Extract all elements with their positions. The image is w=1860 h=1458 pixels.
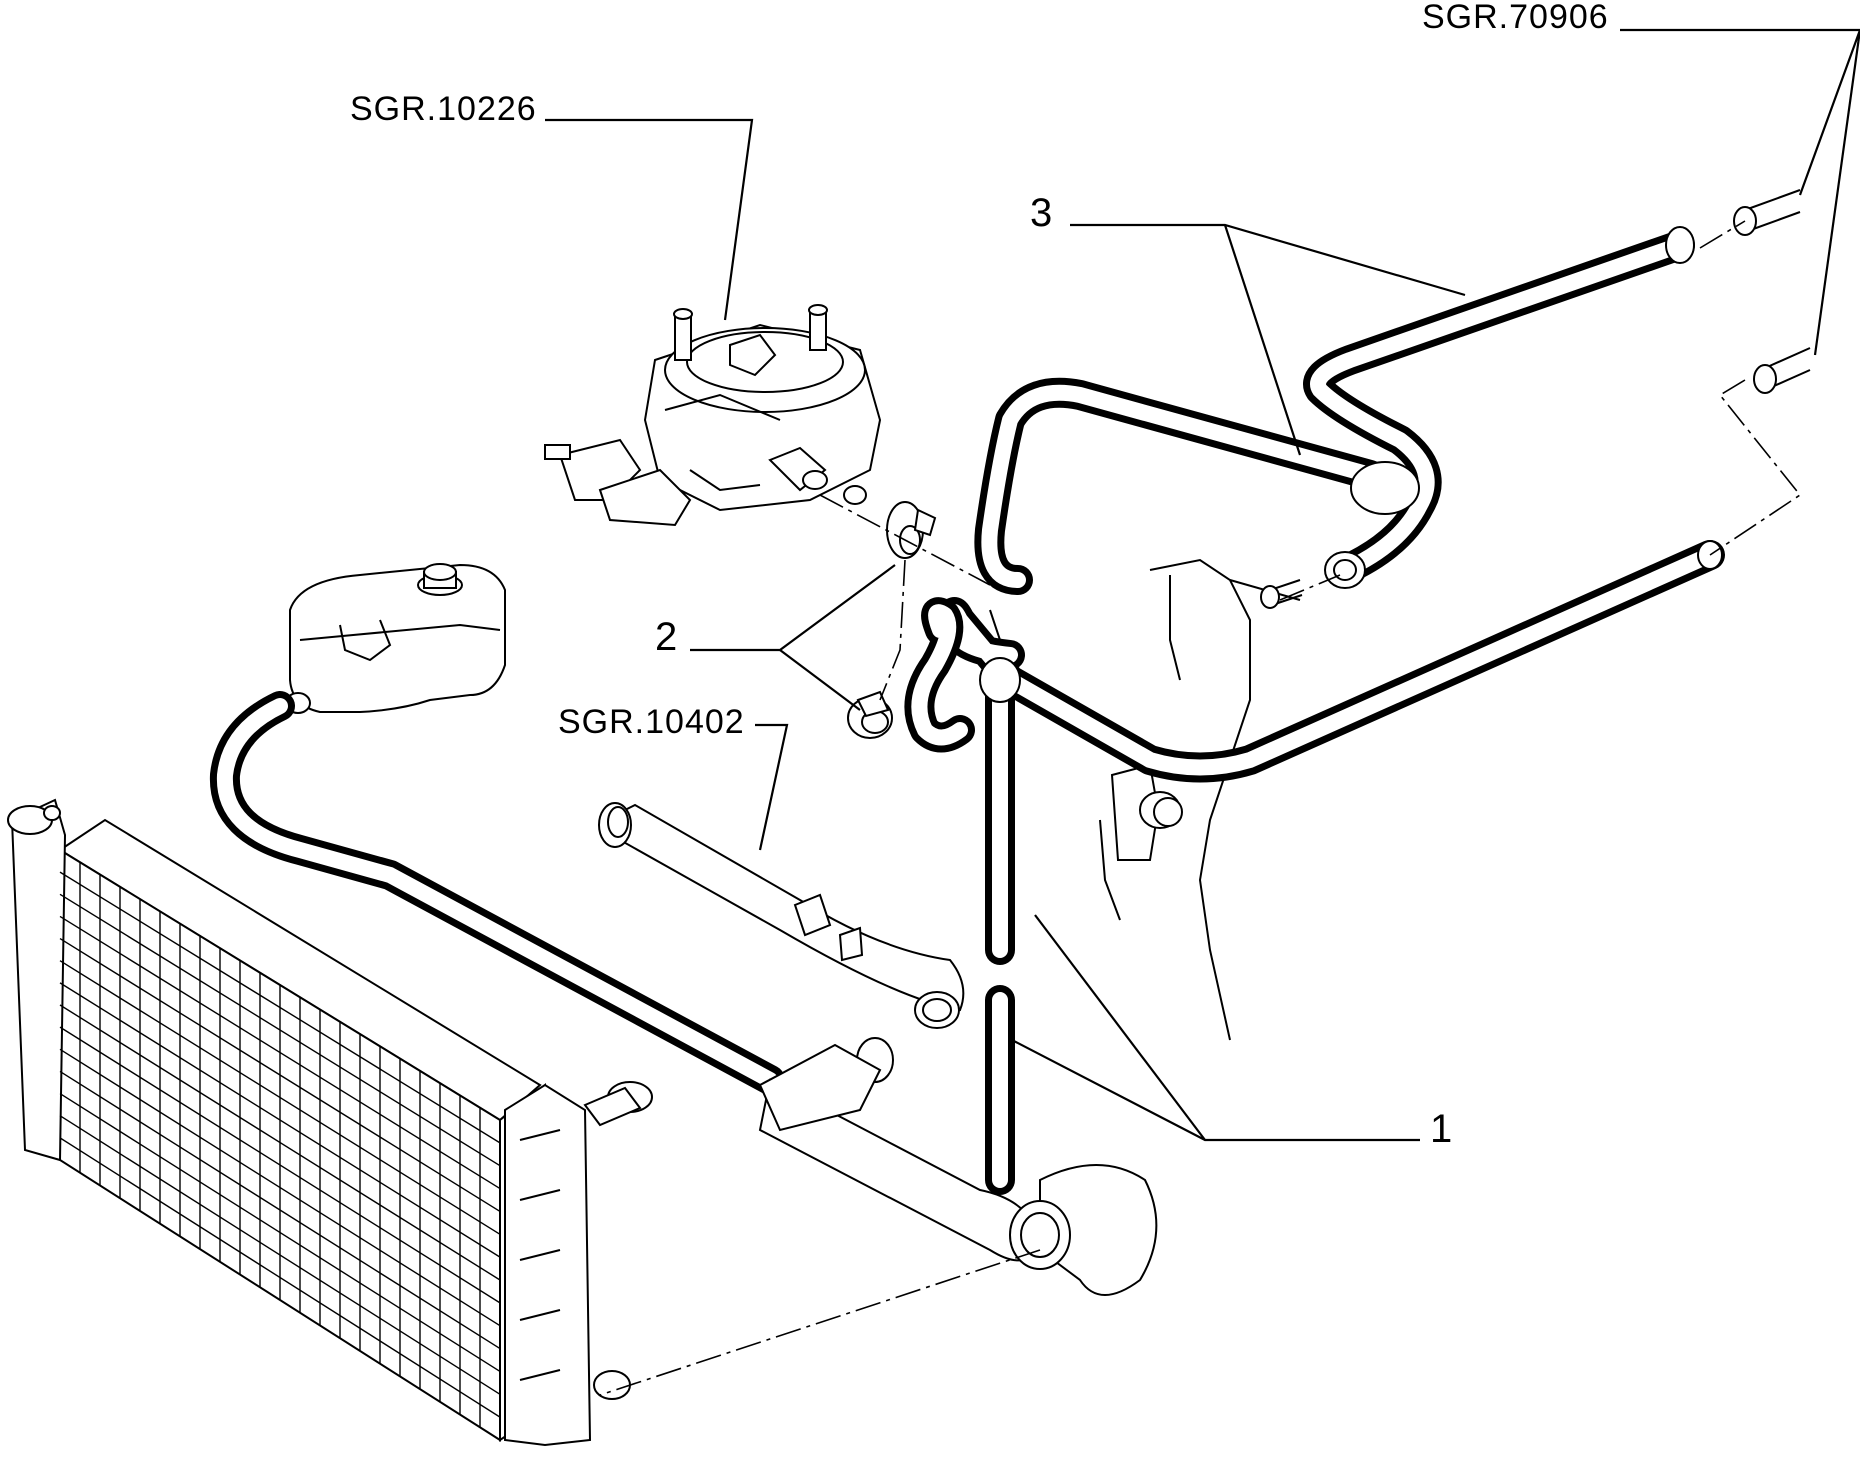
ref-label-carburettor: SGR.10226 bbox=[350, 90, 537, 128]
radiator-grid-line bbox=[59, 1048, 501, 1327]
ref-label-water-pump-pipe: SGR.10402 bbox=[558, 703, 745, 741]
ref-label-heater-pipes: SGR.70906 bbox=[1422, 0, 1609, 36]
radiator-grid-line bbox=[59, 871, 501, 1144]
radiator-grid-line bbox=[59, 1092, 501, 1373]
callout-item-3: 3 bbox=[1030, 191, 1052, 235]
radiator-grid-line bbox=[59, 937, 501, 1213]
water-pipe bbox=[598, 802, 965, 1029]
engine-block bbox=[989, 558, 1301, 1041]
radiator-grid-line bbox=[59, 893, 501, 1167]
heater-hoses bbox=[974, 226, 1695, 595]
radiator-grid-line bbox=[59, 915, 501, 1190]
radiator-grid-line bbox=[59, 1137, 501, 1418]
radiator-grid-line bbox=[59, 1070, 501, 1350]
callout-item-1: 1 bbox=[1430, 1107, 1452, 1151]
radiator-grid-line bbox=[59, 1115, 501, 1395]
radiator-grid-line bbox=[59, 1004, 501, 1281]
radiator-grid-line bbox=[59, 1026, 501, 1304]
heater-pipe-stubs bbox=[1260, 189, 1811, 609]
leader-lines bbox=[545, 28, 1860, 1142]
hose-clip bbox=[847, 501, 937, 739]
expansion-tank bbox=[285, 563, 506, 714]
assembly-lines bbox=[599, 220, 1802, 1396]
radiator bbox=[7, 798, 653, 1447]
radiator-grid-line bbox=[59, 982, 501, 1258]
radiator-hoses bbox=[209, 540, 1725, 1296]
callout-item-2: 2 bbox=[655, 615, 677, 659]
radiator-grid-line bbox=[59, 960, 501, 1235]
carburettor bbox=[544, 304, 882, 527]
